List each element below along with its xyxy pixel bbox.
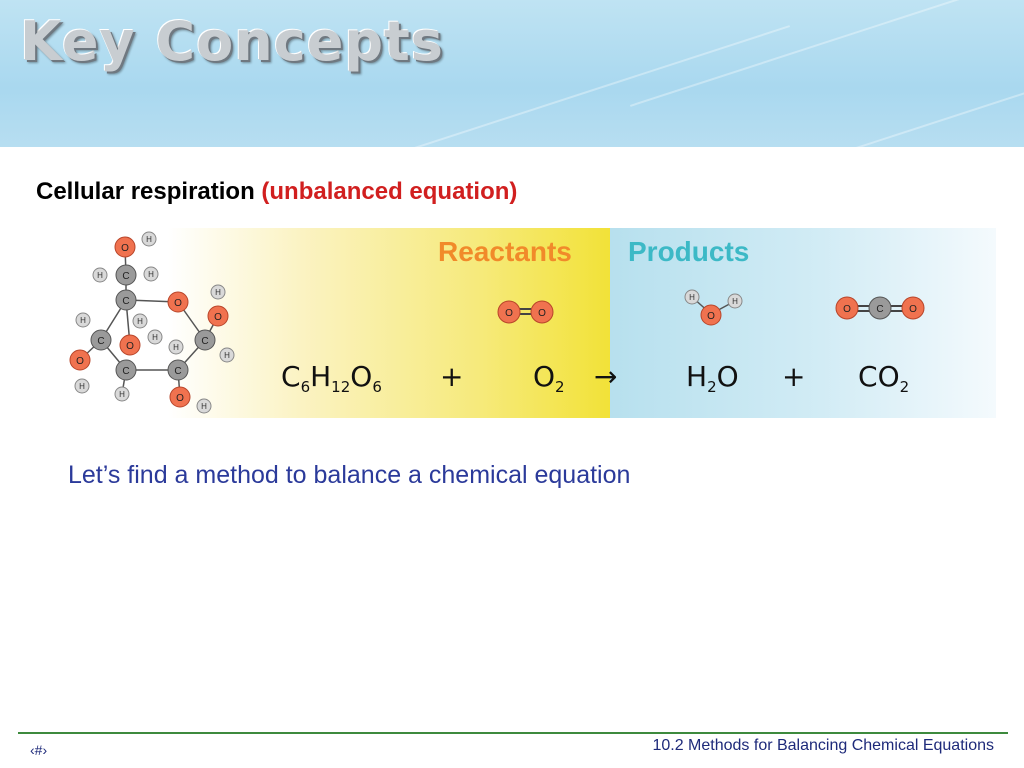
plus-sign-reactants: + bbox=[440, 360, 464, 393]
products-label: Products bbox=[628, 236, 750, 267]
reaction-arrow: → bbox=[594, 360, 618, 393]
svg-text:C: C bbox=[122, 366, 129, 377]
glucose-carbon-atoms bbox=[90, 264, 216, 381]
svg-text:O: O bbox=[505, 308, 513, 319]
svg-text:C: C bbox=[97, 336, 104, 347]
svg-text:H: H bbox=[137, 317, 143, 326]
svg-text:C: C bbox=[122, 296, 129, 307]
subtitle-main: Cellular respiration bbox=[36, 178, 262, 205]
water-formula: H2O bbox=[686, 360, 739, 396]
svg-text:O: O bbox=[538, 308, 546, 319]
equation-band bbox=[168, 228, 996, 418]
glucose-h-labels: H H H H H H H H H H H H bbox=[79, 235, 230, 411]
svg-text:H: H bbox=[215, 288, 221, 297]
svg-text:H: H bbox=[201, 402, 207, 411]
svg-text:H: H bbox=[148, 270, 154, 279]
svg-text:O: O bbox=[121, 243, 129, 254]
oxygen-formula: O2 bbox=[533, 360, 565, 396]
slide-title: Key Concepts bbox=[20, 10, 444, 73]
svg-text:O: O bbox=[707, 311, 715, 322]
svg-text:C: C bbox=[174, 366, 181, 377]
svg-text:C: C bbox=[201, 336, 208, 347]
footer-divider bbox=[18, 732, 1008, 734]
svg-text:H: H bbox=[732, 297, 738, 306]
svg-text:H: H bbox=[173, 343, 179, 352]
svg-text:O: O bbox=[843, 304, 851, 315]
svg-text:O: O bbox=[909, 304, 917, 315]
svg-text:H: H bbox=[689, 293, 695, 302]
header-banner: Key Concepts bbox=[0, 0, 1024, 147]
reactants-label: Reactants bbox=[438, 236, 572, 267]
svg-text:H: H bbox=[152, 333, 158, 342]
carbon-dioxide-formula: CO2 bbox=[858, 360, 910, 396]
svg-text:H: H bbox=[97, 271, 103, 280]
svg-text:C: C bbox=[122, 271, 129, 282]
glucose-atom-labels: O O O O O O C C C C C C bbox=[76, 243, 222, 404]
products-band bbox=[610, 228, 996, 418]
glucose-hydrogen-atoms bbox=[74, 231, 235, 414]
svg-text:O: O bbox=[174, 298, 182, 309]
svg-text:O: O bbox=[176, 393, 184, 404]
plus-sign-products: + bbox=[782, 360, 806, 393]
svg-text:H: H bbox=[146, 235, 152, 244]
slide-number: ‹#› bbox=[30, 742, 48, 758]
svg-text:C: C bbox=[876, 304, 883, 315]
svg-text:H: H bbox=[80, 316, 86, 325]
svg-text:O: O bbox=[214, 312, 222, 323]
glucose-oxygen-atoms bbox=[69, 236, 229, 408]
body-text: Let’s find a method to balance a chemica… bbox=[68, 461, 631, 489]
svg-text:H: H bbox=[119, 390, 125, 399]
svg-text:H: H bbox=[224, 351, 230, 360]
subtitle: Cellular respiration (unbalanced equatio… bbox=[36, 178, 517, 206]
subtitle-note: (unbalanced equation) bbox=[261, 178, 518, 205]
svg-text:O: O bbox=[76, 356, 84, 367]
oxygen-molecule: O O bbox=[497, 300, 554, 324]
reactants-band bbox=[168, 228, 610, 418]
svg-text:H: H bbox=[79, 382, 85, 391]
footer-section-title: 10.2 Methods for Balancing Chemical Equa… bbox=[652, 737, 994, 754]
water-molecule: H H O bbox=[684, 289, 743, 326]
glucose-formula: C6H12O6 bbox=[281, 360, 382, 396]
carbon-dioxide-molecule: O C O bbox=[835, 296, 925, 320]
svg-text:O: O bbox=[126, 341, 134, 352]
